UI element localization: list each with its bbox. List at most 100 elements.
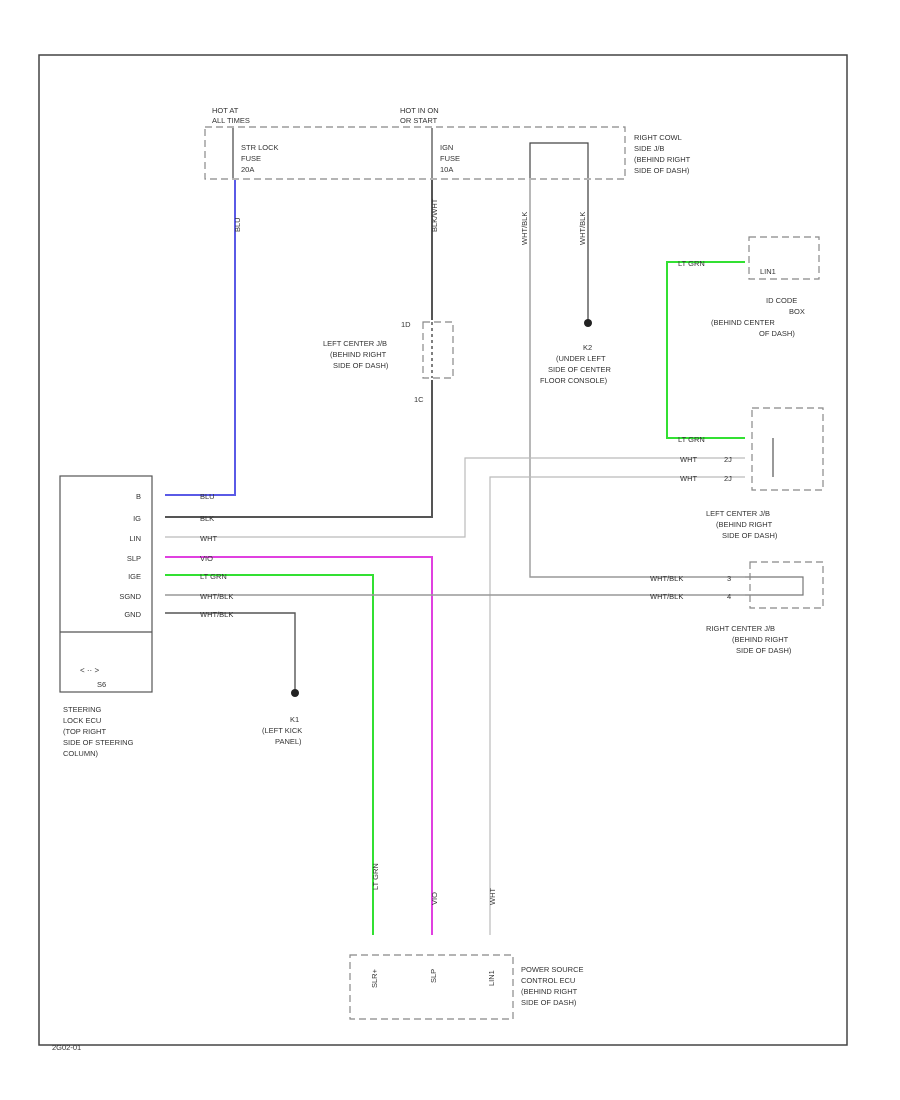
- right-jb-loop: [745, 576, 804, 596]
- left-jb-2-line3: SIDE OF DASH): [722, 531, 778, 540]
- ecu-pin-ig: IG: [133, 514, 141, 523]
- lt-grn-wire-ige: [165, 574, 374, 935]
- hot-label-1: HOT AT: [212, 106, 239, 115]
- label-bot-vio: VIO: [430, 892, 439, 905]
- right-cowl-label-1: RIGHT COWL: [634, 133, 682, 142]
- ground-k2: K2 (UNDER LEFT SIDE OF CENTER FLOOR CONS…: [540, 319, 612, 385]
- power-pin-lin1: LIN1: [487, 970, 496, 986]
- label-blu: BLU: [233, 217, 242, 232]
- ground-k2-line2: (UNDER LEFT: [556, 354, 606, 363]
- left-jb-1-line3: SIDE OF DASH): [333, 361, 389, 370]
- fuse1-name: STR LOCK: [241, 143, 279, 152]
- right-cowl-jb-outline: [204, 126, 626, 180]
- steering-ecu-line3: (TOP RIGHT: [63, 727, 106, 736]
- ground-k1-line3: PANEL): [275, 737, 302, 746]
- left-center-jb-1: 1D 1C LEFT CENTER J/B (BEHIND RIGHT SIDE…: [323, 320, 454, 404]
- power-ecu-line1: POWER SOURCE: [521, 965, 584, 974]
- label-wht-2: WHT: [680, 474, 697, 483]
- right-jb-line3: SIDE OF DASH): [736, 646, 792, 655]
- right-jb-pin2: 4: [727, 592, 731, 601]
- cowl-internal-bus: [529, 142, 589, 178]
- fuse-symbols: [232, 128, 589, 178]
- ground-k2-line1: K2: [583, 343, 592, 352]
- right-cowl-label-4: SIDE OF DASH): [634, 166, 690, 175]
- label-ecu-ltgrn: LT GRN: [200, 572, 227, 581]
- left-jb-2-pin2: 2J: [724, 474, 732, 483]
- blk-wire: [165, 380, 433, 518]
- label-wht-blk-2: WHT/BLK: [578, 212, 587, 245]
- right-jb-line1: RIGHT CENTER J/B: [706, 624, 775, 633]
- hot-label-1b: ALL TIMES: [212, 116, 250, 125]
- left-jb-1-line2: (BEHIND RIGHT: [330, 350, 387, 359]
- power-pin-slr: SLR+: [370, 968, 379, 988]
- diagram-frame: [38, 54, 848, 1046]
- right-cowl-label-2: SIDE J/B: [634, 144, 664, 153]
- left-jb-2-line2: (BEHIND RIGHT: [716, 520, 773, 529]
- right-cowl-label-3: (BEHIND RIGHT: [634, 155, 691, 164]
- wht-blk-wire-gnd: [165, 612, 296, 690]
- blu-wire: [165, 180, 236, 496]
- left-jb-1-outline: [422, 321, 454, 379]
- ground-k2-line4: FLOOR CONSOLE): [540, 376, 608, 385]
- right-jb-pin1: 3: [727, 574, 731, 583]
- ecu-pin-b: B: [136, 492, 141, 501]
- wires: [165, 180, 804, 935]
- fuse1-fuse: FUSE: [241, 154, 261, 163]
- ecu-pin-lin: LIN: [129, 534, 141, 543]
- vio-wire-slp: [165, 556, 433, 935]
- right-center-jb: 3 4 RIGHT CENTER J/B (BEHIND RIGHT SIDE …: [706, 561, 824, 655]
- id-code-box-line2: BOX: [789, 307, 805, 316]
- label-lt-grn-mid: LT GRN: [678, 435, 705, 444]
- ecu-pin-slp: SLP: [127, 554, 141, 563]
- label-ecu-wht: WHT: [200, 534, 217, 543]
- left-jb-1-pin-bot: 1C: [414, 395, 424, 404]
- ecu-pin-gnd: GND: [124, 610, 141, 619]
- wht-wire-lin: [165, 457, 745, 538]
- power-ecu-line3: (BEHIND RIGHT: [521, 987, 578, 996]
- id-code-box-line3: (BEHIND CENTER: [711, 318, 775, 327]
- steering-ecu-connector: S6: [97, 680, 106, 689]
- hot-label-2b: OR START: [400, 116, 438, 125]
- ground-k2-line3: SIDE OF CENTER: [548, 365, 612, 374]
- label-bot-wht: WHT: [488, 888, 497, 905]
- right-jb-line2: (BEHIND RIGHT: [732, 635, 789, 644]
- wht-blk-wire-right: [529, 180, 745, 578]
- steering-lock-ecu: B IG LIN SLP IGE SGND GND < ·· > S6 STEE…: [59, 475, 153, 758]
- left-jb-1-line1: LEFT CENTER J/B: [323, 339, 387, 348]
- fuse2-fuse: FUSE: [440, 154, 460, 163]
- right-jb-outline: [749, 561, 824, 609]
- id-code-box-outline: [748, 236, 820, 280]
- label-bot-ltgrn: LT GRN: [371, 863, 380, 890]
- ground-k1: K1 (LEFT KICK PANEL): [262, 689, 302, 746]
- lt-grn-wire-id: [666, 261, 745, 439]
- wire-labels-vertical: BLU BLK/WHT WHT/BLK WHT/BLK LT GRN VIO W…: [233, 198, 587, 905]
- ground-k1-symbol: [291, 689, 299, 697]
- label-ecu-whtblk1: WHT/BLK: [200, 592, 233, 601]
- steering-ecu-line1: STEERING: [63, 705, 102, 714]
- steering-ecu-line2: LOCK ECU: [63, 716, 101, 725]
- lock-symbol-icon: < ·· >: [80, 666, 99, 675]
- label-lt-grn-top: LT GRN: [678, 259, 705, 268]
- left-jb-2-outline: [751, 407, 824, 491]
- footer-code: 2G02-01: [52, 1043, 81, 1052]
- hot-label-2: HOT IN ON: [400, 106, 439, 115]
- id-code-box-pin: LIN1: [760, 267, 776, 276]
- id-code-box-line1: ID CODE: [766, 296, 797, 305]
- label-blk-wht: BLK/WHT: [430, 198, 439, 232]
- power-ecu-outline: [349, 954, 514, 1020]
- label-ecu-blk: BLK: [200, 514, 214, 523]
- steering-ecu-line5: COLUMN): [63, 749, 99, 758]
- left-center-jb-2: 2J 2J LEFT CENTER J/B (BEHIND RIGHT SIDE…: [706, 407, 824, 540]
- left-jb-2-pin1: 2J: [724, 455, 732, 464]
- ground-k1-line1: K1: [290, 715, 299, 724]
- label-wht-blk-r1: WHT/BLK: [650, 574, 683, 583]
- ground-k1-line2: (LEFT KICK: [262, 726, 302, 735]
- id-code-box-line4: OF DASH): [759, 329, 795, 338]
- steering-ecu-line4: SIDE OF STEERING: [63, 738, 134, 747]
- steering-ecu-outline: [59, 475, 153, 693]
- left-jb-1-pin-top: 1D: [401, 320, 411, 329]
- id-code-box: LIN1 ID CODE BOX (BEHIND CENTER OF DASH): [711, 236, 820, 338]
- label-wht-blk-1: WHT/BLK: [520, 212, 529, 245]
- left-jb-2-line1: LEFT CENTER J/B: [706, 509, 770, 518]
- label-wht-blk-r2: WHT/BLK: [650, 592, 683, 601]
